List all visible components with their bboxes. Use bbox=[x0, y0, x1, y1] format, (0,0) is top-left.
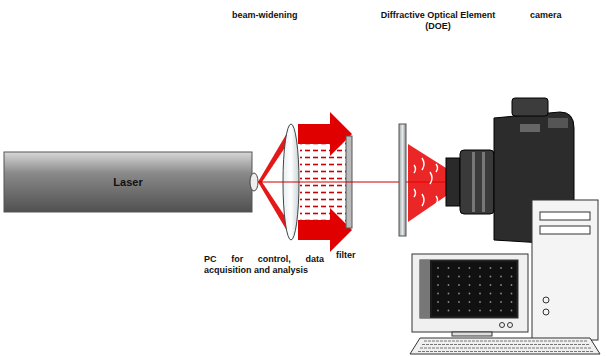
filter-label: filter bbox=[336, 250, 376, 261]
laser-body: Laser bbox=[4, 152, 252, 212]
beam-widening-label: beam-widening bbox=[232, 10, 312, 21]
camera-label: camera bbox=[530, 10, 590, 21]
doe-label: Diffractive Optical Element (DOE) bbox=[372, 10, 504, 33]
node-label: Laser bbox=[113, 176, 142, 188]
pc-label: PC for control, data acquisition and ana… bbox=[204, 254, 324, 277]
